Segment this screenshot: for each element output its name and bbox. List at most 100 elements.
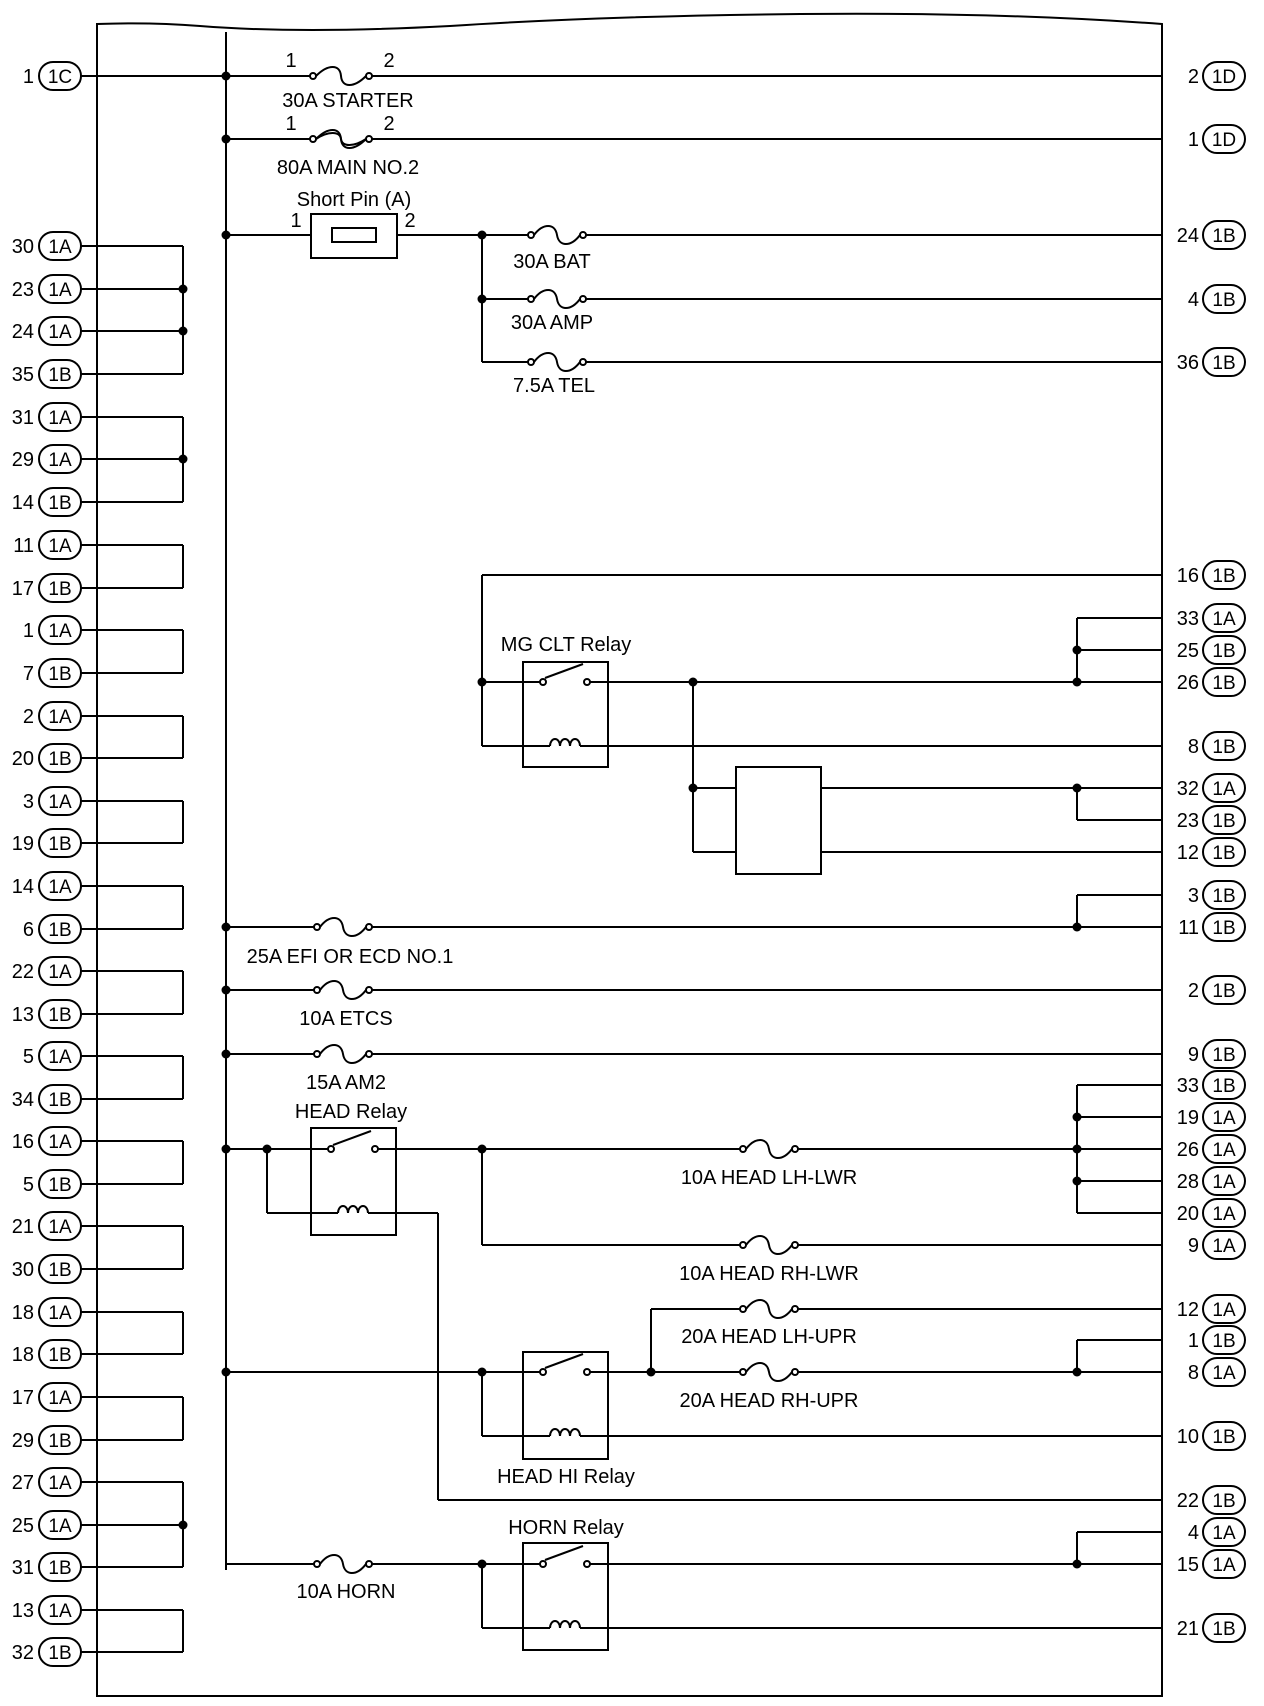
fuse-label: 20A HEAD RH-UPR [680,1390,859,1412]
connector-id: 1B [48,664,71,685]
connector-pin-number: 6 [23,919,34,941]
internal-jumper [97,1140,184,1185]
connector-pin-number: 9 [1188,1235,1199,1257]
relay-icon [523,1545,608,1629]
connector-pin-number: 12 [1177,842,1199,864]
fuse-label: 7.5A TEL [513,375,595,397]
connector-badge [1202,635,1246,665]
relay-label: MG CLT Relay [501,634,631,656]
connector-pin-number: 3 [23,791,34,813]
connector-id: 1A [48,280,72,301]
connector-pin-number: 32 [1177,778,1199,800]
connector-id: 1A [48,1601,72,1622]
connector-pin-number: 1 [23,620,34,642]
connector-id: 1A [48,1303,72,1324]
connector-pin-number: 20 [12,748,34,770]
fuse-label: 10A ETCS [299,1008,392,1030]
connector-id: 1B [1212,918,1235,939]
connector-pin-number: 34 [12,1089,34,1111]
fuse-icons [309,223,803,1576]
connector-badge [1202,1613,1246,1643]
internal-jumper [97,1396,184,1441]
connector-pin-number: 12 [1177,1299,1199,1321]
connector-id: 1A [48,707,72,728]
fuse-icon [735,1297,803,1321]
fuse-label: 30A BAT [513,251,590,273]
connector-pin-number: 18 [12,1344,34,1366]
connector-pin-number: 23 [12,279,34,301]
connector-pin-number: 33 [1177,1075,1199,1097]
left-connector: 29 1B [12,1425,97,1455]
connector-id: 1A [48,322,72,343]
connector-pin-number: 16 [12,1131,34,1153]
connector-pin-number: 7 [23,663,34,685]
connector-badge [1202,1357,1246,1387]
fuse-icon [735,1137,803,1161]
connector-pin-number: 4 [1188,1522,1199,1544]
connector-badge [1202,731,1246,761]
connector-pin-number: 20 [1177,1203,1199,1225]
fuse-icon [523,287,591,311]
connector-badge [1202,837,1246,867]
connector-pin-number: 9 [1188,1044,1199,1066]
connector-pin-number: 2 [1188,66,1199,88]
connector-pin-number: 11 [13,535,34,557]
connector-id: 1D [1212,130,1236,151]
connector-pin-number: 2 [23,706,34,728]
connector-id: 1A [48,1132,72,1153]
connector-badge [1202,1039,1246,1069]
connector-id: 1B [48,1431,71,1452]
connector-id: 1B [48,1090,71,1111]
left-connector: 17 1A [12,1382,97,1412]
connector-id: 1A [1212,1140,1236,1161]
fuse-label: 10A HORN [297,1581,396,1603]
relay-label: HORN Relay [508,1517,624,1539]
connector-id: 1A [48,450,72,471]
fuse-icon [309,978,377,1002]
connector-badge [1202,667,1246,697]
head-relay-area: HEAD Relay [221,1084,1162,1501]
fuse-label: 20A HEAD LH-UPR [681,1326,857,1348]
connector-pin-number: 21 [12,1216,34,1238]
connector-id: 1A [48,1388,72,1409]
internal-jumper [97,970,184,1015]
connector-pin-number: 27 [12,1472,34,1494]
connector-badge [1202,1070,1246,1100]
connector-id: 1B [1212,1491,1235,1512]
fuse-label: 15A AM2 [306,1072,386,1094]
connector-badge [1202,880,1246,910]
connector-pin-number: 1 [1188,1330,1199,1352]
connector-pin-number: 15 [1177,1554,1199,1576]
connector-id: 1B [1212,1076,1235,1097]
left-connector: 16 1A [12,1126,97,1156]
connector-id: 1C [48,67,72,88]
module-box [735,766,822,875]
connector-badge [1202,1198,1246,1228]
connector-pin-number: 29 [12,1430,34,1452]
connector-id: 1B [1212,811,1235,832]
connector-pin-number: 17 [12,1387,34,1409]
connector-id: 1A [48,1047,72,1068]
connector-pin-number: 13 [12,1600,34,1622]
connector-pin-number: 22 [1177,1490,1199,1512]
relay-icon [523,1353,608,1437]
connector-pin-number: 16 [1177,565,1199,587]
connector-badge [1202,61,1246,91]
connector-badge [1202,347,1246,377]
connector-id: 1A [1212,1555,1236,1576]
